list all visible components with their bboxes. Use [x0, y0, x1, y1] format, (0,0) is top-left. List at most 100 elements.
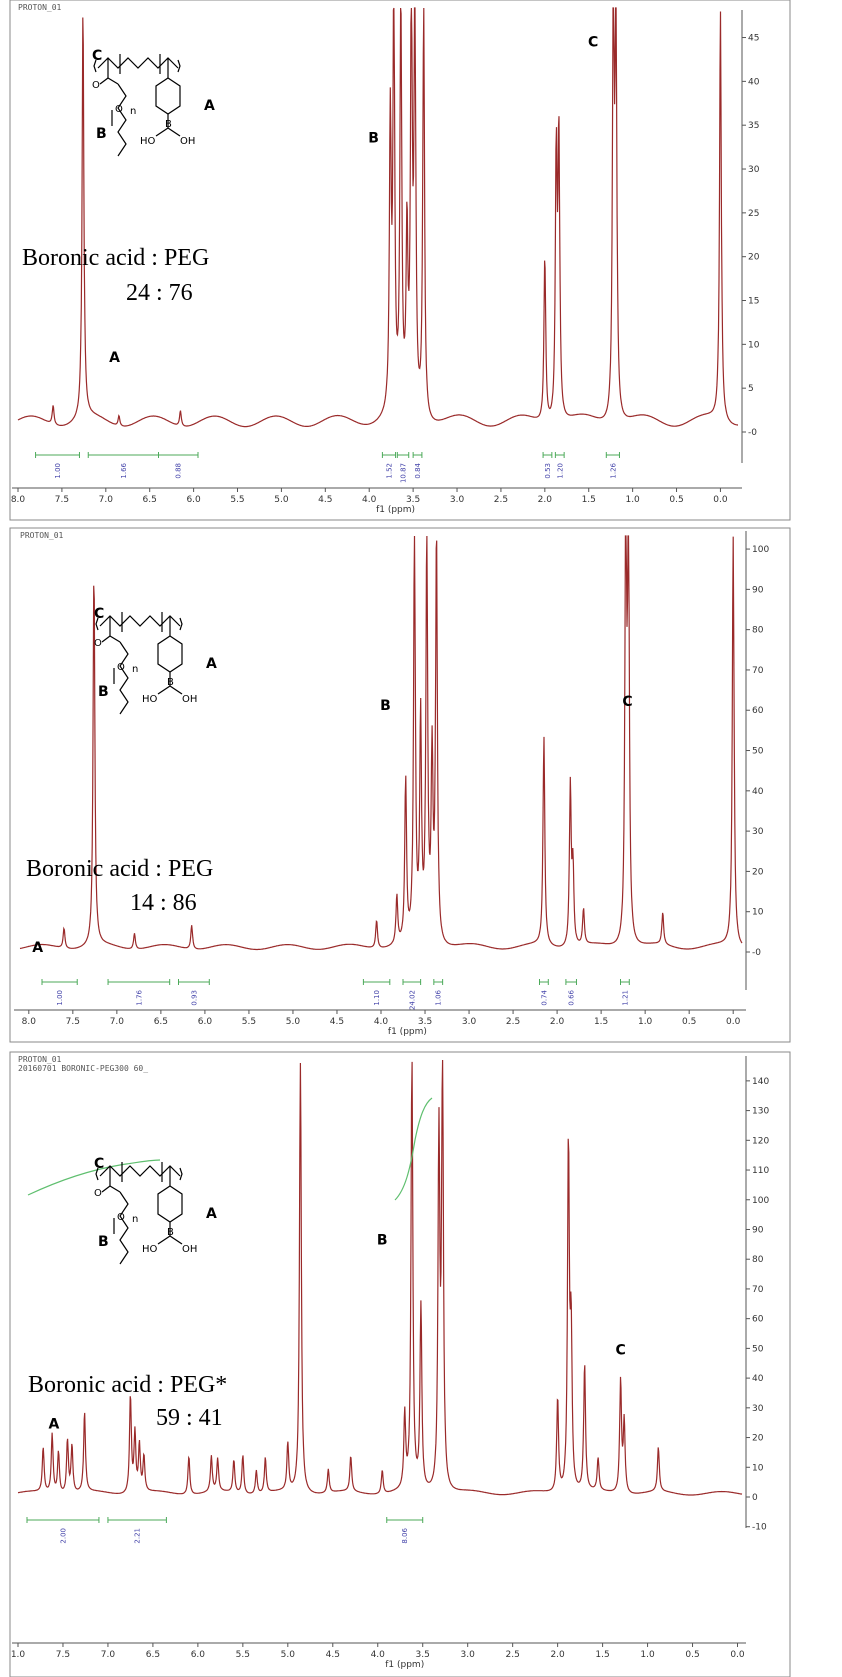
intensity-tick-label: -0: [748, 428, 757, 438]
struct-ring-tag: A: [206, 656, 217, 672]
ppm-tick-label: 2.0: [538, 495, 553, 505]
phenyl-ring: [157, 1185, 183, 1223]
polymer-backbone: [99, 1165, 181, 1177]
intensity-tick-label: 40: [752, 787, 764, 797]
intensity-tick-label: 20: [752, 1434, 764, 1444]
ratio-values: 59 : 41: [156, 1405, 223, 1431]
intensity-tick-label: -0: [752, 948, 761, 958]
hydroxyl2-label: OH: [180, 136, 195, 147]
intensity-tick-label: 30: [752, 1404, 764, 1414]
ppm-tick-label: 6.0: [198, 1017, 213, 1027]
ppm-tick-label: 1.0: [638, 1017, 653, 1027]
intensity-tick-label: 60: [752, 1315, 764, 1325]
peak-label-b: B: [368, 131, 379, 147]
intensity-tick-label: 35: [748, 121, 759, 131]
ppm-tick-label: 4.5: [318, 495, 332, 505]
ppm-tick-label: 5.0: [281, 1650, 296, 1660]
struct-chain-tag: B: [98, 684, 109, 700]
struct-chain-tag: B: [96, 126, 107, 142]
struct-chain-tag: B: [98, 1234, 109, 1250]
ppm-tick-label: 2.0: [550, 1017, 565, 1027]
ppm-tick-label: 4.0: [362, 495, 377, 505]
integral-value-1: 1.76: [135, 989, 143, 1005]
carbonyl-o-label: O: [94, 1188, 102, 1199]
integral-curve-aromatic: [27, 1159, 161, 1196]
intensity-tick-label: 10: [748, 340, 760, 350]
boron-label: B: [167, 677, 174, 688]
bracket-right: [179, 617, 183, 631]
ppm-tick-label: 6.0: [186, 495, 201, 505]
ppm-tick-label: 3.0: [462, 1017, 477, 1027]
run-subtitle: 20160701 BORONIC-PEG300 60_: [18, 1064, 148, 1073]
integral-value-3: 1.10: [373, 990, 381, 1006]
intensity-tick-label: 70: [752, 666, 764, 676]
bracket-left: [95, 1167, 99, 1181]
repeat-n-label: n: [130, 106, 136, 117]
intensity-tick-label: 90: [752, 1225, 764, 1235]
panel-frame: [9, 527, 791, 1043]
ether-o-label: O: [117, 662, 125, 673]
integral-value-6: 0.74: [540, 989, 548, 1005]
ppm-tick-label: 0.0: [713, 495, 728, 505]
ppm-tick-label: 6.5: [154, 1017, 168, 1027]
intensity-tick-label: 5: [748, 384, 754, 394]
bracket-left: [93, 59, 97, 73]
ppm-tick-label: 7.5: [55, 495, 69, 505]
intensity-tick-label: 30: [748, 165, 760, 175]
boron-label: B: [167, 1227, 174, 1238]
ppm-tick-label: 8.0: [11, 495, 26, 505]
peak-label-a: A: [49, 1417, 60, 1433]
peg-chain: [117, 83, 127, 157]
integral-value-1: 2.21: [134, 1528, 142, 1544]
boron-oh-2: [169, 685, 183, 695]
ester-o-bond: [107, 77, 119, 85]
integral-value-7: 0.66: [568, 989, 576, 1005]
ppm-tick-label: 3.5: [418, 1017, 432, 1027]
hydroxyl2-label: OH: [182, 1244, 197, 1255]
ppm-tick-label: 3.0: [461, 1650, 476, 1660]
peak-label-c: C: [615, 1342, 625, 1358]
panel-frame: [9, 1051, 791, 1677]
peak-label-a: A: [109, 350, 120, 366]
boron-oh-1: [155, 127, 169, 137]
integral-value-5: 1.06: [435, 989, 443, 1005]
ratio-values: 14 : 86: [130, 890, 197, 916]
boron-oh-2: [169, 1235, 183, 1245]
integral-value-6: 0.53: [544, 463, 552, 479]
panel-frame: [9, 0, 791, 521]
bracket-left: [95, 617, 99, 631]
ppm-tick-label: 2.5: [506, 1017, 520, 1027]
repeat-n-label: n: [132, 664, 138, 675]
ether-o-label: O: [115, 104, 123, 115]
intensity-tick-label: 140: [752, 1077, 769, 1087]
carbonyl-o-label: O: [94, 638, 102, 649]
intensity-tick-label: 30: [752, 827, 764, 837]
ppm-tick-label: 5.0: [286, 1017, 301, 1027]
ppm-tick-label: 1.5: [582, 495, 596, 505]
intensity-tick-label: 40: [752, 1374, 764, 1384]
phenyl-ring: [155, 77, 181, 115]
ppm-tick-label: 5.0: [274, 495, 289, 505]
ester-o-bond: [109, 1185, 121, 1193]
integral-value-2: 8.06: [401, 1527, 409, 1543]
intensity-tick-label: 50: [752, 747, 764, 757]
ppm-tick-label: 4.0: [371, 1650, 386, 1660]
struct-backbone-tag: C: [94, 606, 104, 622]
ppm-tick-label: 3.5: [416, 1650, 430, 1660]
repeat-n-label: n: [132, 1214, 138, 1225]
peg-chain: [119, 641, 129, 715]
carbonyl-bond: [101, 1185, 111, 1193]
run-label: PROTON_01: [20, 531, 64, 540]
ppm-tick-label: 2.5: [494, 495, 508, 505]
intensity-tick-label: -10: [752, 1523, 767, 1533]
ppm-tick-label: 8.0: [22, 1017, 37, 1027]
boron-oh-1: [157, 1235, 171, 1245]
intensity-tick-label: 20: [748, 253, 760, 263]
intensity-tick-label: 110: [752, 1166, 769, 1176]
intensity-tick-label: 20: [752, 867, 764, 877]
ratio-values: 24 : 76: [126, 280, 193, 306]
